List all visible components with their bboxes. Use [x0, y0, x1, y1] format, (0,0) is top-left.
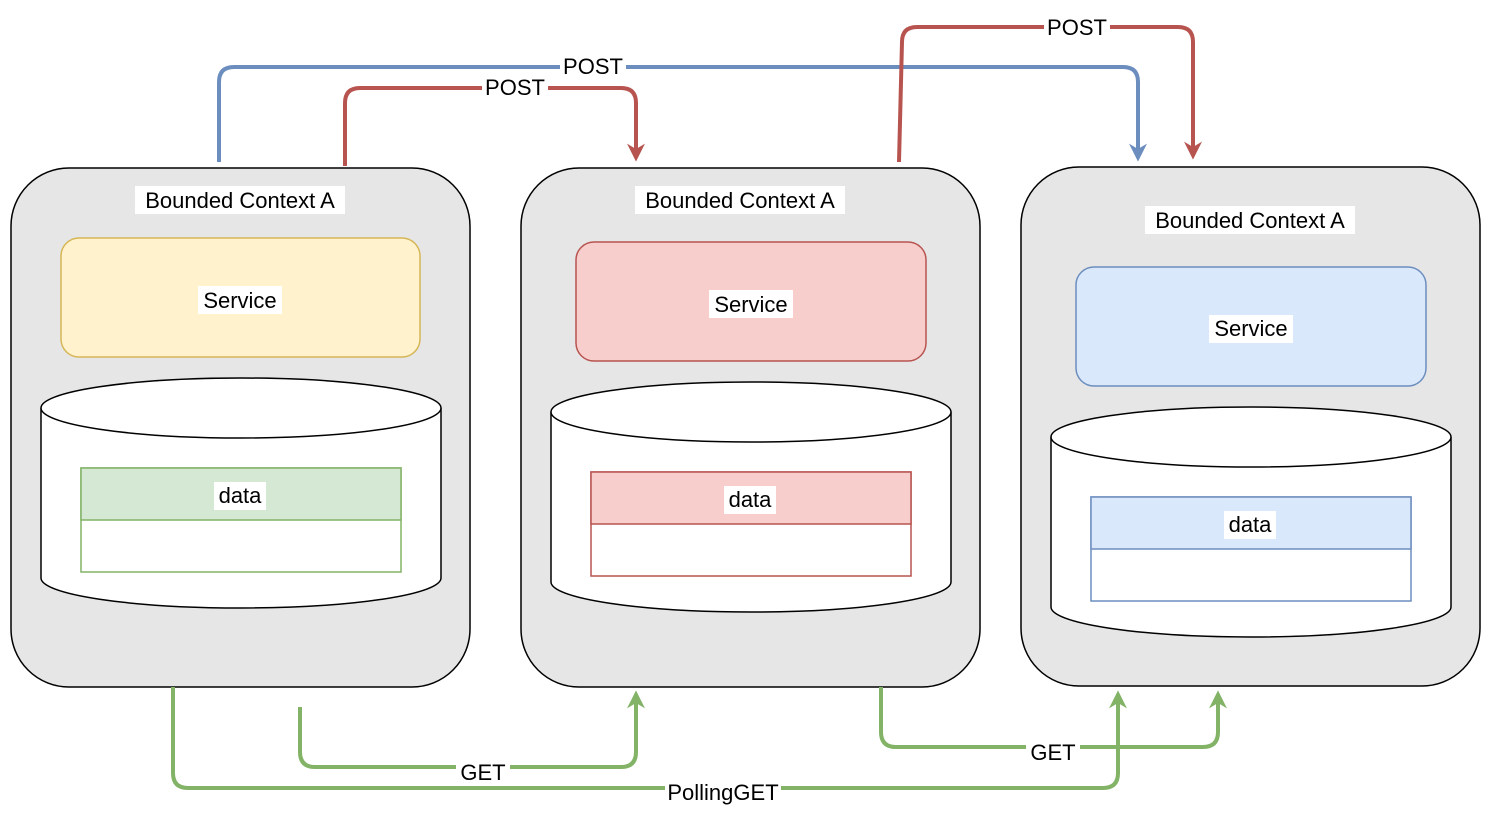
edge-post-red-2: POST [897, 15, 1202, 163]
context-1-title: Bounded Context A [145, 188, 335, 213]
context-3-title: Bounded Context A [1155, 208, 1345, 233]
edge-post-red-1-label: POST [485, 75, 545, 100]
edge-post-red-1: POST [343, 75, 645, 166]
context-2-service-label: Service [714, 292, 787, 317]
edge-polling-get-label: PollingGET [667, 780, 778, 805]
edge-get-green-2-label: GET [1030, 740, 1075, 765]
edge-get-green-2: GET [879, 687, 1227, 765]
context-3-service: Service [1075, 266, 1427, 387]
context-1-service-label: Service [203, 288, 276, 313]
context-2-data-table: data [590, 471, 912, 577]
context-1-service: Service [60, 237, 421, 358]
edge-get-green-1-label: GET [460, 760, 505, 785]
context-2-data-label: data [729, 487, 773, 512]
context-1-data-label: data [219, 483, 263, 508]
bounded-context-2: Bounded Context A Service data [520, 167, 981, 688]
bounded-context-1: Bounded Context A Service data [10, 167, 471, 688]
context-2-service: Service [575, 241, 927, 362]
context-3-data-label: data [1229, 512, 1273, 537]
context-3-data-table: data [1090, 496, 1412, 602]
context-3-service-label: Service [1214, 316, 1287, 341]
edge-post-blue-label: POST [563, 54, 623, 79]
edge-post-blue: POST [217, 54, 1147, 162]
context-2-title: Bounded Context A [645, 188, 835, 213]
bounded-context-3: Bounded Context A Service data [1020, 166, 1481, 687]
edge-get-green-1: GET [298, 690, 645, 785]
context-1-data-table: data [80, 467, 402, 573]
edge-polling-get-green: PollingGET [171, 687, 1127, 805]
edge-post-red-2-label: POST [1047, 15, 1107, 40]
